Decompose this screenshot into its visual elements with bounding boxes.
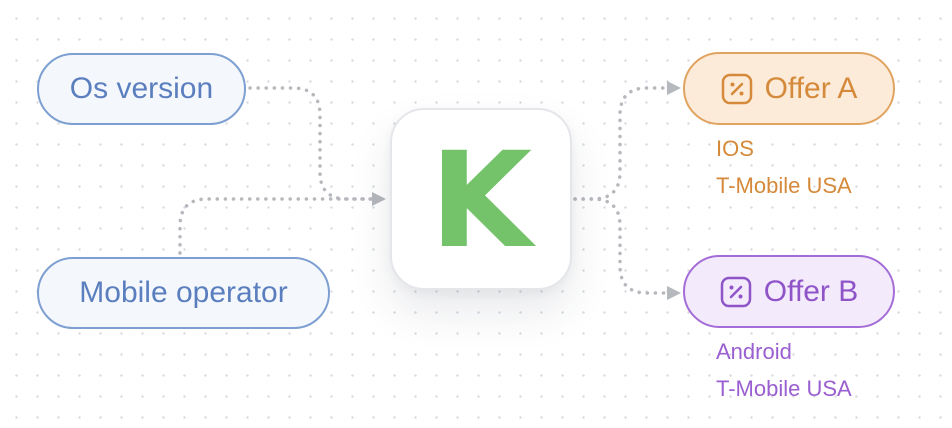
condition-operator: T-Mobile USA: [716, 376, 852, 401]
arrowhead-center: [372, 192, 386, 206]
arrowhead-offer-a: [667, 81, 681, 95]
input-node-mobile-operator: Mobile operator: [37, 257, 330, 329]
arrowhead-offer-b: [667, 286, 681, 300]
offer-label: Offer B: [763, 274, 859, 308]
connector-operator-to-center: [178, 197, 375, 255]
condition-os: Android: [716, 339, 792, 364]
connector-center-to-offer-a: [573, 86, 670, 201]
connector-os-to-center: [248, 86, 375, 201]
input-node-label: Os version: [69, 72, 214, 105]
k-logo-icon: K: [429, 124, 533, 278]
connector-center-to-offer-b: [573, 197, 670, 295]
offer-node-a: Offer A: [683, 52, 895, 125]
offer-label: Offer A: [764, 71, 858, 105]
percent-icon: [720, 276, 751, 307]
offer-a-conditions: IOS T-Mobile USA: [716, 130, 852, 204]
offer-node-b: Offer B: [683, 255, 895, 328]
center-logo-node: K: [390, 108, 572, 290]
input-node-label: Mobile operator: [79, 276, 288, 309]
condition-operator: T-Mobile USA: [716, 173, 852, 198]
input-node-os-version: Os version: [37, 53, 246, 125]
percent-icon: [721, 73, 752, 104]
condition-os: IOS: [716, 136, 754, 161]
offer-b-conditions: Android T-Mobile USA: [716, 333, 852, 407]
